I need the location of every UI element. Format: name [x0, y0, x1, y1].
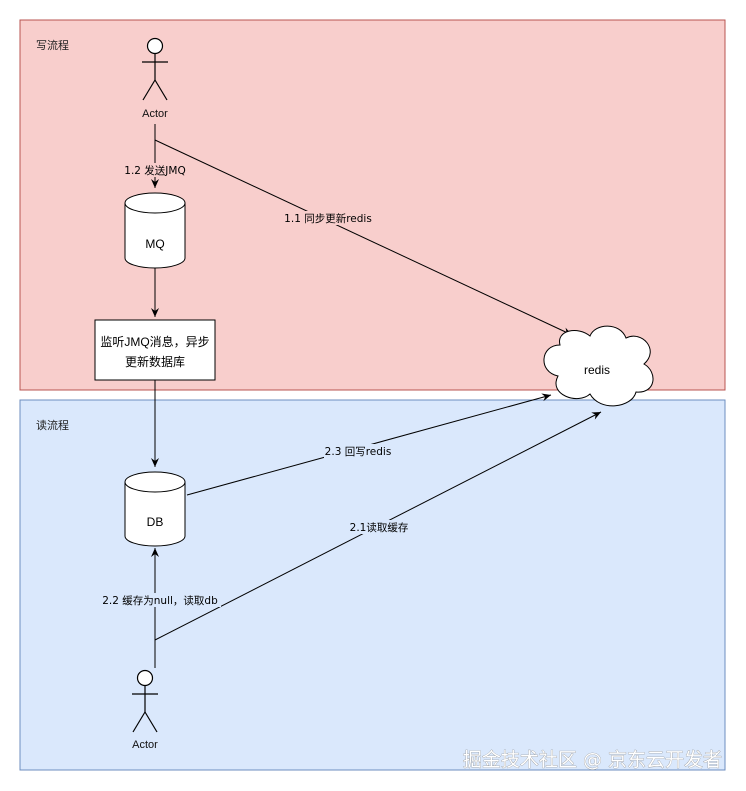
- db-node[interactable]: [124, 471, 186, 547]
- edge-label-bg: [121, 163, 190, 177]
- edge-label-send-jmq: 1.2 发送JMQ: [124, 164, 185, 177]
- mq-label: MQ: [145, 237, 164, 251]
- bottom-actor-icon[interactable]: [132, 669, 158, 733]
- edge-label-bg: [324, 444, 392, 458]
- process-box[interactable]: [94, 319, 216, 381]
- write-flow-title: 写流程: [36, 38, 69, 52]
- edge-label-bg: [99, 593, 221, 607]
- read-flow-region: [19, 399, 726, 771]
- edge-label-read-cache: 2.1读取缓存: [350, 521, 409, 534]
- watermark-text: 掘金技术社区 @ 京东云开发者: [463, 749, 722, 771]
- top-actor-icon[interactable]: [142, 37, 168, 101]
- process-label-line2: 更新数据库: [125, 354, 185, 369]
- edge-label-read-db: 2.2 缓存为null，读取db: [102, 594, 218, 607]
- mq-node[interactable]: [124, 192, 186, 269]
- edge-label-bg: [284, 211, 372, 225]
- edge-label-bg: [346, 520, 412, 534]
- bottom-actor-label: Actor: [132, 739, 158, 751]
- redis-label: redis: [584, 363, 610, 377]
- process-label-line1: 监听JMQ消息，异步: [100, 334, 209, 349]
- edge-label-sync-redis: 1.1 同步更新redis: [284, 212, 372, 225]
- edge-label-write-back-redis: 2.3 回写redis: [325, 446, 392, 458]
- read-flow-title: 读流程: [36, 418, 69, 432]
- redis-cloud[interactable]: [543, 325, 654, 407]
- db-label: DB: [147, 515, 164, 529]
- top-actor-label: Actor: [142, 108, 168, 120]
- edge-actor-to-redis: [154, 139, 573, 336]
